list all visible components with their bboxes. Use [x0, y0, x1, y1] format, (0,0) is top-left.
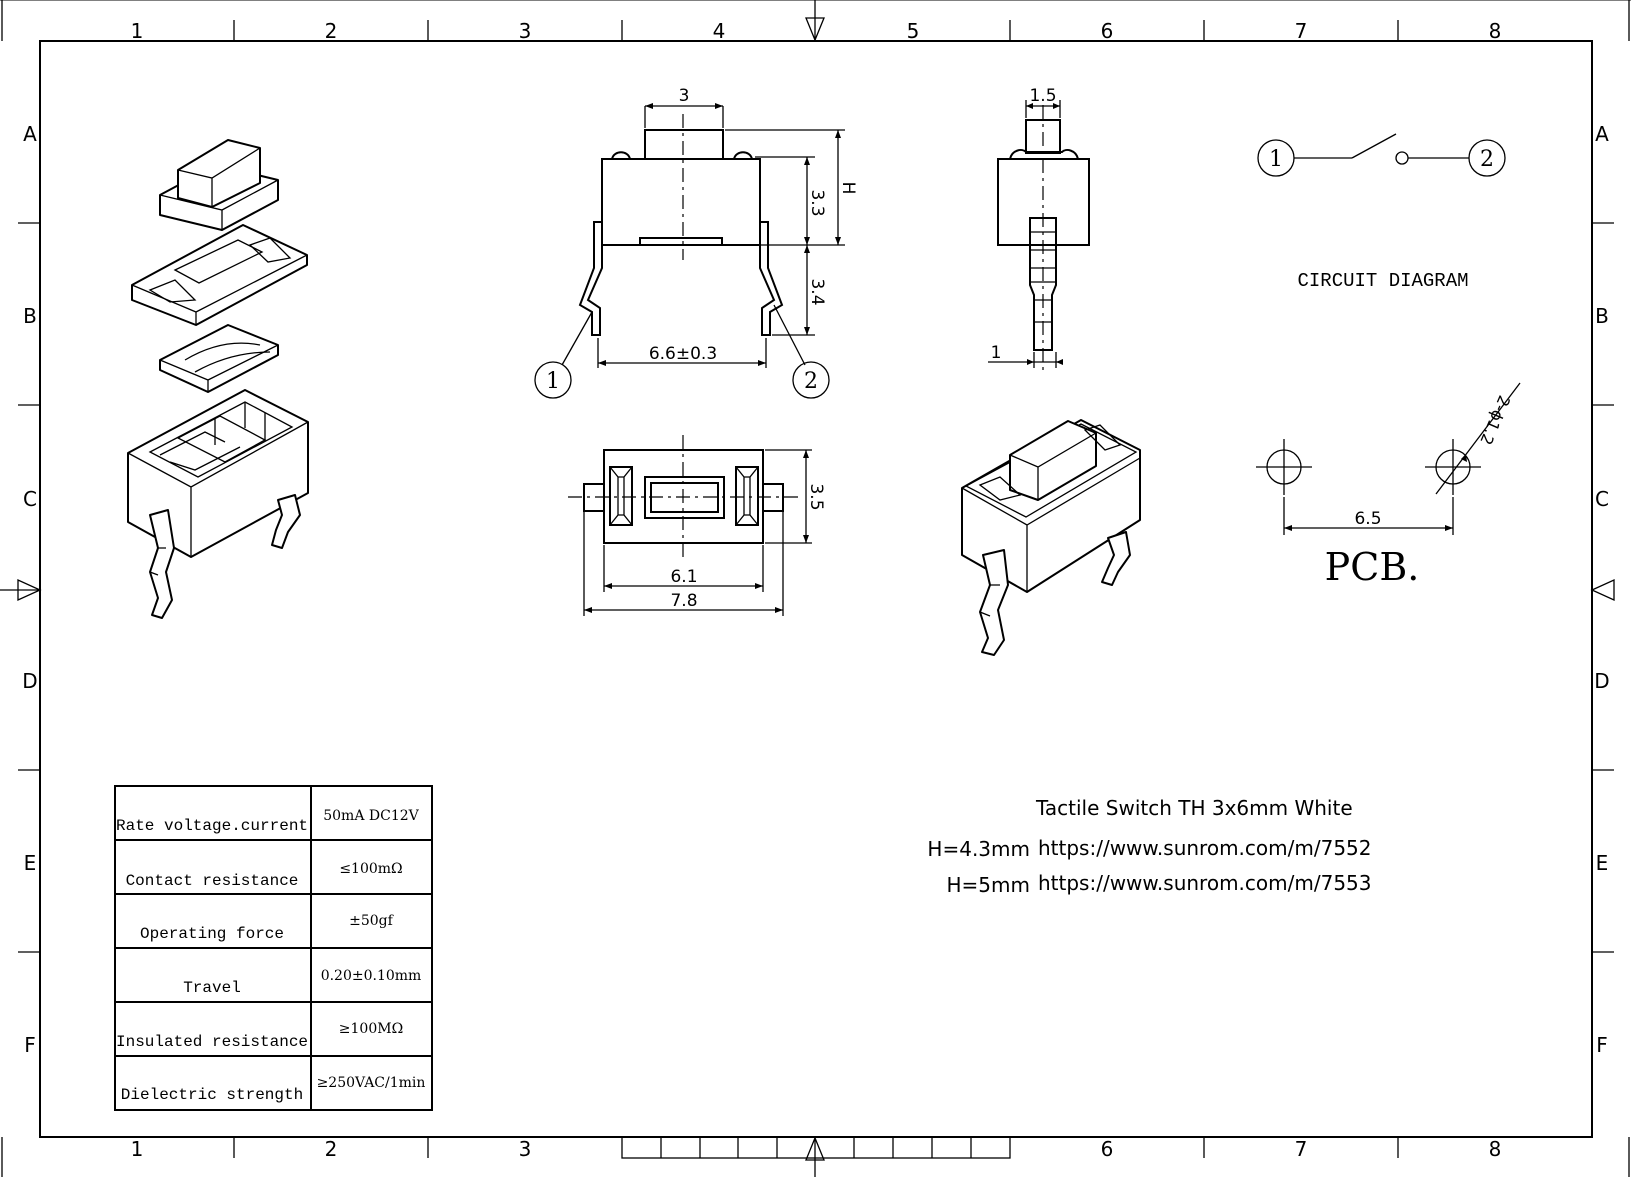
row-label-f: F [24, 1033, 36, 1057]
row-label-c-right: C [1595, 487, 1609, 511]
col-label-7: 7 [1295, 19, 1308, 43]
dim-body-depth: 3.5 [806, 483, 826, 510]
spec-table: Rate voltage.current 50mA DC12V Contact … [114, 785, 433, 1111]
col-label-4: 4 [713, 19, 726, 43]
pin-callout-1: 1 [546, 369, 560, 394]
row-label-a-right: A [1595, 122, 1609, 146]
spec-name-contact-resistance: Contact resistance [126, 872, 299, 890]
pcb-footprint: 2-ϕ1.2 6.5 PCB. [1256, 382, 1521, 589]
col-label-2: 2 [325, 19, 338, 43]
circuit-node-1: 1 [1269, 147, 1283, 172]
col-label-1-bottom: 1 [131, 1137, 144, 1161]
dim-body-height: 3.3 [807, 189, 827, 216]
variant-label-5mm: H=5mm [947, 873, 1031, 897]
exploded-view [127, 139, 309, 619]
spec-value-operating-force: ±50gf [349, 913, 395, 929]
spec-name-insulated-resistance: Insulated resistance [116, 1033, 308, 1051]
product-title: Tactile Switch TH 3x6mm White [1035, 796, 1353, 820]
front-view: 3 3.3 3.4 H 6.6±0.3 1 2 [534, 86, 858, 399]
col-label-1: 1 [131, 19, 144, 43]
spec-name-travel: Travel [183, 979, 241, 997]
row-label-a: A [23, 122, 37, 146]
circuit-node-2: 2 [1480, 147, 1494, 172]
row-label-b: B [23, 304, 37, 328]
dim-plunger-width: 3 [679, 86, 690, 106]
row-label-e-right: E [1596, 851, 1609, 875]
col-label-6-bottom: 6 [1101, 1137, 1114, 1161]
spec-value-travel: 0.20±0.10mm [321, 968, 422, 984]
spec-value-contact-resistance: ≤100mΩ [339, 861, 402, 877]
side-view: 1.5 1 [988, 86, 1090, 370]
row-label-b-right: B [1595, 304, 1609, 328]
dim-pin-pitch: 6.6±0.3 [649, 344, 717, 364]
dim-side-plunger: 1.5 [1029, 86, 1056, 106]
spec-value-insulated-resistance: ≥100MΩ [339, 1021, 403, 1037]
spec-name-dielectric-strength: Dielectric strength [121, 1086, 303, 1104]
pcb-title: PCB. [1325, 545, 1420, 589]
col-label-8: 8 [1489, 19, 1502, 43]
row-label-c: C [23, 487, 37, 511]
top-view: 3.5 6.1 7.8 [568, 435, 826, 616]
variant-label-43mm: H=4.3mm [927, 837, 1030, 861]
variant-url-43mm[interactable]: https://www.sunrom.com/m/7552 [1038, 836, 1372, 860]
row-label-d-right: D [1594, 669, 1609, 693]
row-label-d: D [22, 669, 37, 693]
spec-name-rate-voltage: Rate voltage.current [116, 817, 308, 835]
col-label-2-bottom: 2 [325, 1137, 338, 1161]
variant-url-5mm[interactable]: https://www.sunrom.com/m/7553 [1038, 871, 1372, 895]
pcb-hole-note: 2-ϕ1.2 [1476, 393, 1514, 448]
spec-value-rate-voltage: 50mA DC12V [323, 808, 419, 824]
col-label-3: 3 [519, 19, 532, 43]
col-label-8-bottom: 8 [1489, 1137, 1502, 1161]
dim-body-length: 6.1 [670, 567, 697, 587]
col-label-7-bottom: 7 [1295, 1137, 1308, 1161]
col-label-5: 5 [907, 19, 920, 43]
product-info: Tactile Switch TH 3x6mm White H=4.3mm ht… [927, 796, 1371, 897]
pin-callout-2: 2 [804, 369, 818, 394]
dim-leg-height: 3.4 [807, 278, 827, 305]
row-label-e: E [24, 851, 37, 875]
pcb-pin-pitch: 6.5 [1354, 509, 1381, 529]
row-label-f-right: F [1596, 1033, 1608, 1057]
dim-pin-width: 1 [991, 343, 1002, 363]
col-label-6: 6 [1101, 19, 1114, 43]
assembled-view [961, 419, 1141, 656]
circuit-diagram: 1 2 CIRCUIT DIAGRAM [1257, 133, 1506, 292]
dim-overall-length: 7.8 [670, 591, 697, 611]
circuit-diagram-title: CIRCUIT DIAGRAM [1297, 270, 1468, 292]
col-label-3-bottom: 3 [519, 1137, 532, 1161]
spec-value-dielectric-strength: ≥250VAC/1min [317, 1075, 426, 1091]
spec-name-operating-force: Operating force [140, 925, 284, 943]
dim-total-height: H [838, 182, 858, 195]
